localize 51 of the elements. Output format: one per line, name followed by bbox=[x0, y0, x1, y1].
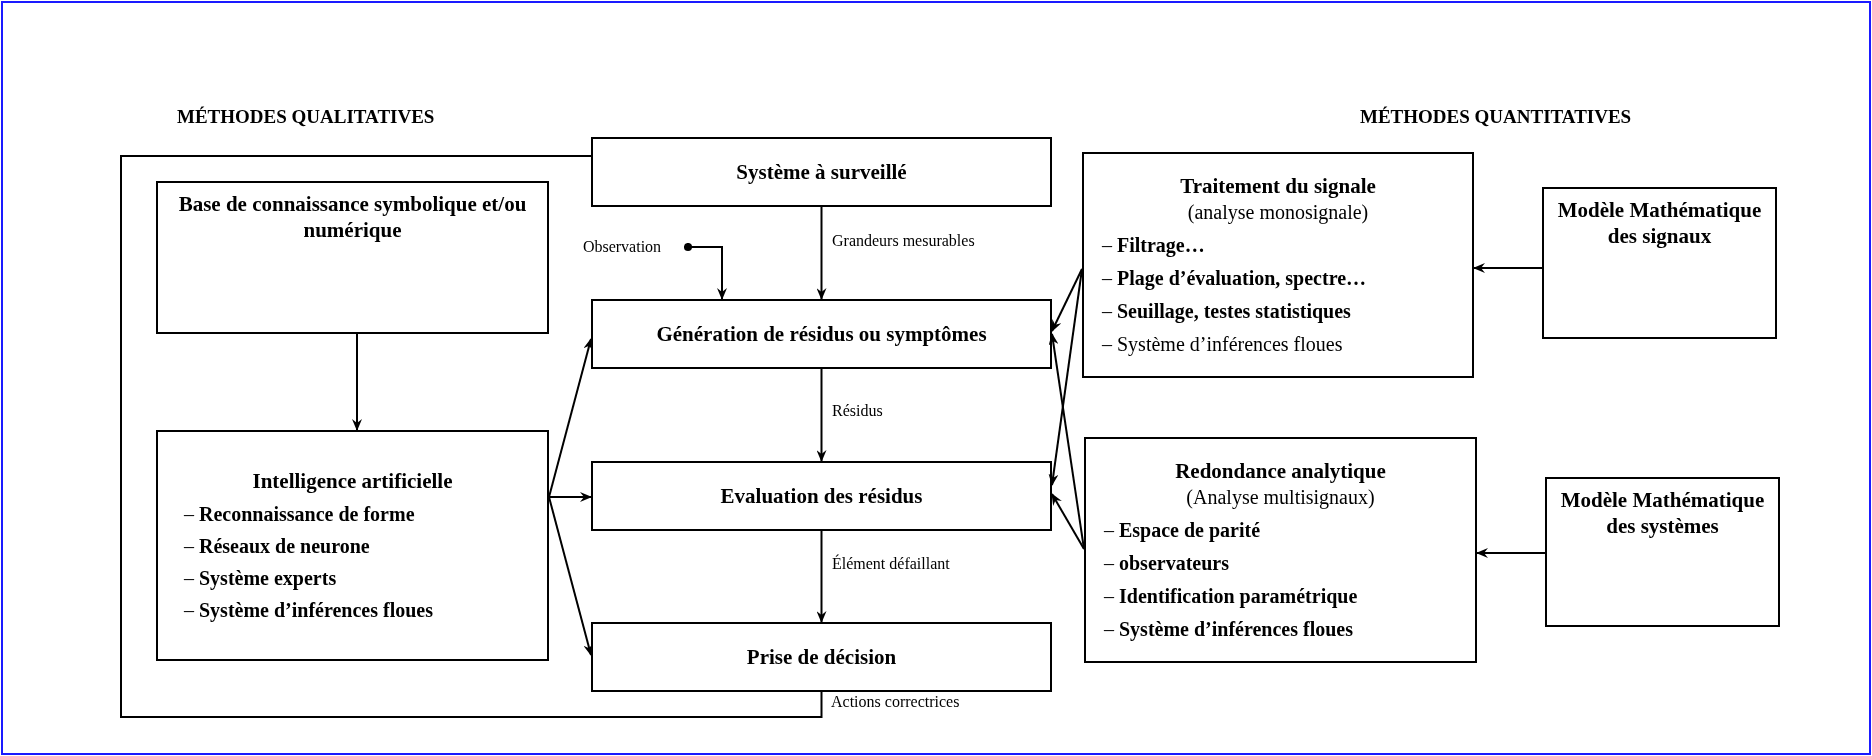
arrow bbox=[1476, 548, 1546, 558]
box-title: Evaluation des résidus bbox=[719, 482, 924, 510]
arrow bbox=[352, 333, 362, 431]
connector-line bbox=[120, 155, 823, 718]
arrow bbox=[1051, 493, 1085, 550]
arrow bbox=[816, 206, 827, 300]
box-title: Prise de décision bbox=[745, 643, 898, 671]
arrow bbox=[683, 242, 727, 300]
list-item: – Système d’inférences floues bbox=[183, 597, 435, 623]
box-title: Traitement du signale bbox=[1179, 172, 1377, 200]
box-title: Modèle Mathématique des systèmes bbox=[1559, 487, 1766, 540]
list-item: – Identification paramétrique bbox=[1103, 584, 1359, 610]
box-title: Redondance analytique bbox=[1174, 457, 1387, 485]
process-box bbox=[1084, 437, 1477, 663]
list-item: – Plage d’évaluation, spectre… bbox=[1101, 266, 1368, 292]
box-subtitle: (analyse monosignale) bbox=[1186, 200, 1370, 226]
arrow bbox=[548, 492, 592, 502]
process-box bbox=[591, 299, 1052, 369]
arrow bbox=[1473, 263, 1543, 273]
arrow bbox=[816, 368, 827, 462]
arrow bbox=[548, 496, 593, 656]
list-item: – Espace de parité bbox=[1103, 518, 1262, 544]
arrow bbox=[1048, 268, 1083, 486]
box-subtitle: (Analyse multisignaux) bbox=[1185, 485, 1376, 511]
box-title: Génération de résidus ou symptômes bbox=[655, 320, 988, 348]
box-title: Modèle Mathématique des signaux bbox=[1556, 197, 1763, 250]
process-box bbox=[591, 137, 1052, 207]
list-item: – Système experts bbox=[183, 565, 338, 591]
process-box bbox=[591, 622, 1052, 692]
box-title: Base de connaissance symbolique et/ou numérique bbox=[177, 191, 528, 244]
annotation-text: Observation bbox=[581, 237, 663, 257]
box-title: Intelligence artificielle bbox=[251, 468, 454, 495]
process-box bbox=[591, 461, 1052, 531]
arrow bbox=[1051, 268, 1083, 332]
arrow bbox=[548, 338, 593, 498]
list-item: – Seuillage, testes statistiques bbox=[1101, 299, 1352, 325]
process-box bbox=[1542, 187, 1777, 339]
list-item: – Reconnaissance de forme bbox=[183, 501, 416, 527]
process-box bbox=[1545, 477, 1780, 627]
list-item: – Réseaux de neurone bbox=[183, 533, 371, 559]
list-item: – Filtrage… bbox=[1101, 233, 1206, 259]
list-item: – observateurs bbox=[1103, 551, 1230, 577]
process-box bbox=[156, 430, 549, 661]
arrow bbox=[816, 530, 827, 623]
section-heading: MÉTHODES QUANTITATIVES bbox=[1360, 106, 1632, 128]
process-box bbox=[156, 181, 549, 334]
process-box bbox=[1082, 152, 1474, 378]
box-title: Système à surveillé bbox=[735, 158, 908, 186]
section-heading: MÉTHODES QUALITATIVES bbox=[177, 106, 435, 128]
list-item: – Système d’inférences floues bbox=[1103, 617, 1355, 643]
list-item: – Système d’inférences floues bbox=[1101, 332, 1344, 358]
